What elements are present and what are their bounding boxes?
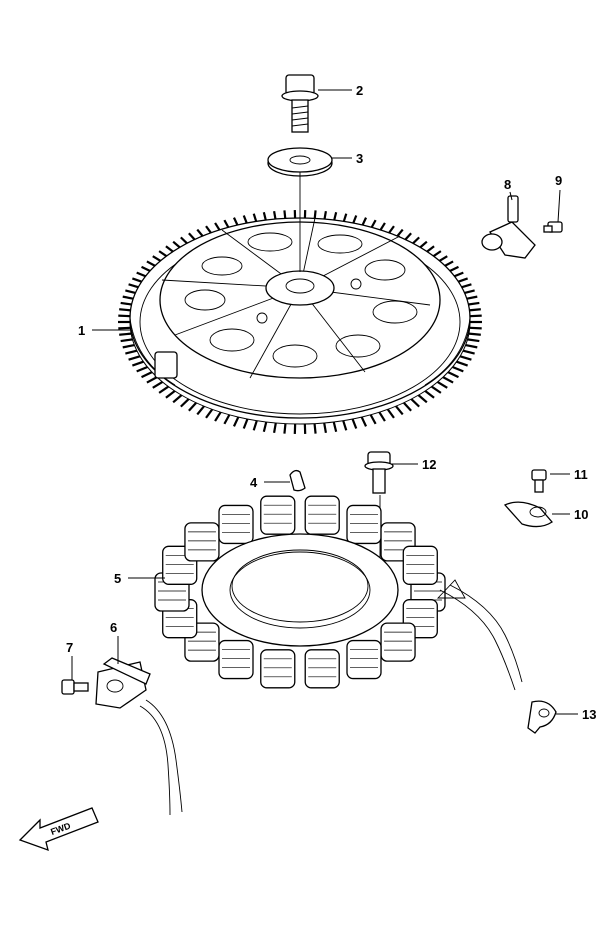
callout-7: 7 (66, 640, 73, 655)
callout-labels: 1 2 3 4 5 6 7 8 9 10 11 12 13 (66, 83, 596, 722)
stator-coils (154, 495, 446, 689)
leader-lines (71, 89, 578, 715)
callout-12: 12 (422, 457, 436, 472)
callout-1: 1 (78, 323, 85, 338)
sensor-part-8 (481, 195, 536, 259)
callout-4: 4 (250, 475, 258, 490)
callout-13: 13 (582, 707, 596, 722)
callout-5: 5 (114, 571, 121, 586)
screw-part-7 (61, 679, 89, 695)
stator (154, 495, 446, 689)
stator-bolt (364, 451, 394, 494)
flywheel (118, 210, 482, 434)
callout-6: 6 (110, 620, 117, 635)
callout-11: 11 (574, 467, 588, 482)
callout-8: 8 (504, 177, 511, 192)
screw-part-11 (531, 469, 547, 493)
callout-10: 10 (574, 507, 588, 522)
clamp-part-10 (503, 501, 553, 528)
flywheel-bolt (281, 74, 319, 133)
fwd-arrow-icon: FWD (18, 807, 99, 852)
flywheel-washer (267, 147, 333, 177)
stator-harness (436, 579, 523, 691)
callout-2: 2 (356, 83, 363, 98)
callout-3: 3 (356, 151, 363, 166)
screw-part-9 (543, 221, 563, 233)
callout-9: 9 (555, 173, 562, 188)
woodruff-key (289, 469, 306, 492)
clip-part-13 (527, 700, 557, 734)
pulser-coil (95, 657, 183, 816)
